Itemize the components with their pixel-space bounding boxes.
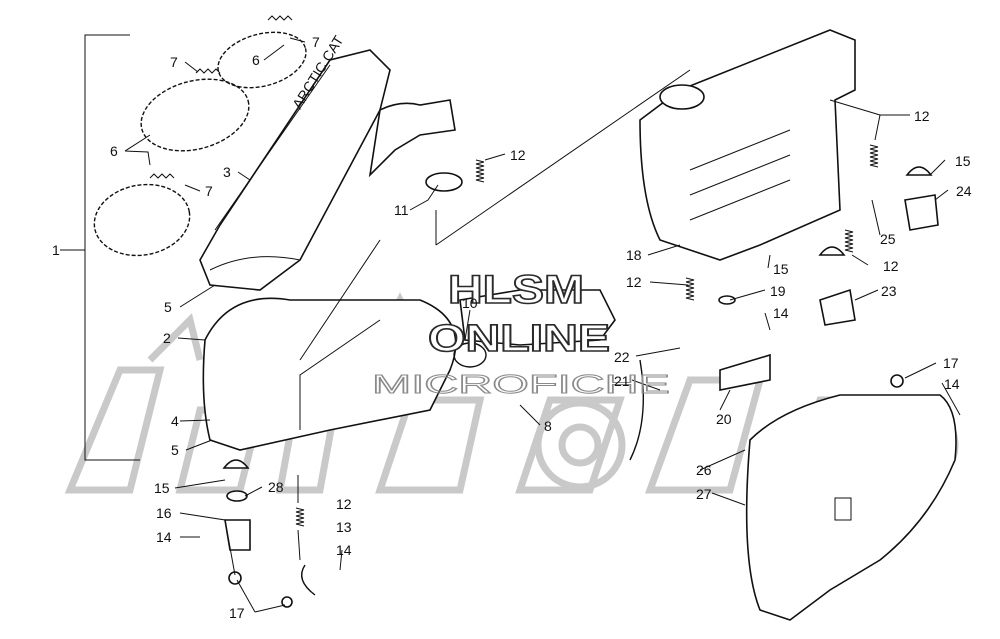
callout-16: 16 [156,505,172,521]
exhaust-manifold [453,289,616,368]
callout-17: 17 [229,605,245,621]
callout-7: 7 [312,34,320,50]
callout-17: 17 [943,355,959,371]
callout-13: 13 [336,519,352,535]
callout-19: 19 [770,283,786,299]
callout-6: 6 [252,52,260,68]
callout-8: 8 [544,418,552,434]
callout-labels: 1 2 3 4 5 5 6 6 7 7 7 8 10 11 12 12 12 1… [52,34,972,621]
callout-3: 3 [223,164,231,180]
callout-14: 14 [156,529,172,545]
head-pipe [202,99,457,451]
resonator [639,29,856,261]
watermark-line3: MICROFICHE [372,369,670,399]
callout-10: 10 [462,295,478,311]
callout-14: 14 [944,376,960,392]
assembly-bracket [70,34,140,461]
callout-7: 7 [170,54,178,70]
callout-20: 20 [716,411,732,427]
callout-12: 12 [510,147,526,163]
callout-24: 24 [956,183,972,199]
watermark-line1: HLSM [448,268,584,312]
callout-18: 18 [626,247,642,263]
clamp-springs [93,15,307,257]
callout-28: 28 [268,479,284,495]
callout-4: 4 [171,413,179,429]
callout-14: 14 [336,542,352,558]
callout-11: 11 [394,202,409,218]
callout-12: 12 [336,496,352,512]
watermark: HLSM ONLINE MICROFICHE [372,267,671,399]
callout-6: 6 [110,143,118,159]
callout-22: 22 [614,349,630,365]
callout-23: 23 [881,283,897,299]
callout-27: 27 [696,486,712,502]
callout-5: 5 [164,299,172,315]
callout-26: 26 [696,462,712,478]
callout-21: 21 [614,373,630,389]
callout-12: 12 [914,108,930,124]
callout-12: 12 [883,258,899,274]
heat-shield [745,394,957,621]
springs [295,144,879,527]
callout-25: 25 [880,231,896,247]
callout-15: 15 [154,480,170,496]
callout-14: 14 [773,305,789,321]
callout-12: 12 [626,274,642,290]
hardware [222,166,939,608]
leader-lines [60,37,961,613]
callout-15: 15 [773,261,789,277]
callout-15: 15 [955,153,971,169]
callout-5: 5 [171,442,179,458]
callout-1: 1 [52,242,60,258]
callout-7: 7 [205,183,213,199]
callout-2: 2 [163,330,171,346]
watermark-line2: ONLINE [428,318,610,360]
